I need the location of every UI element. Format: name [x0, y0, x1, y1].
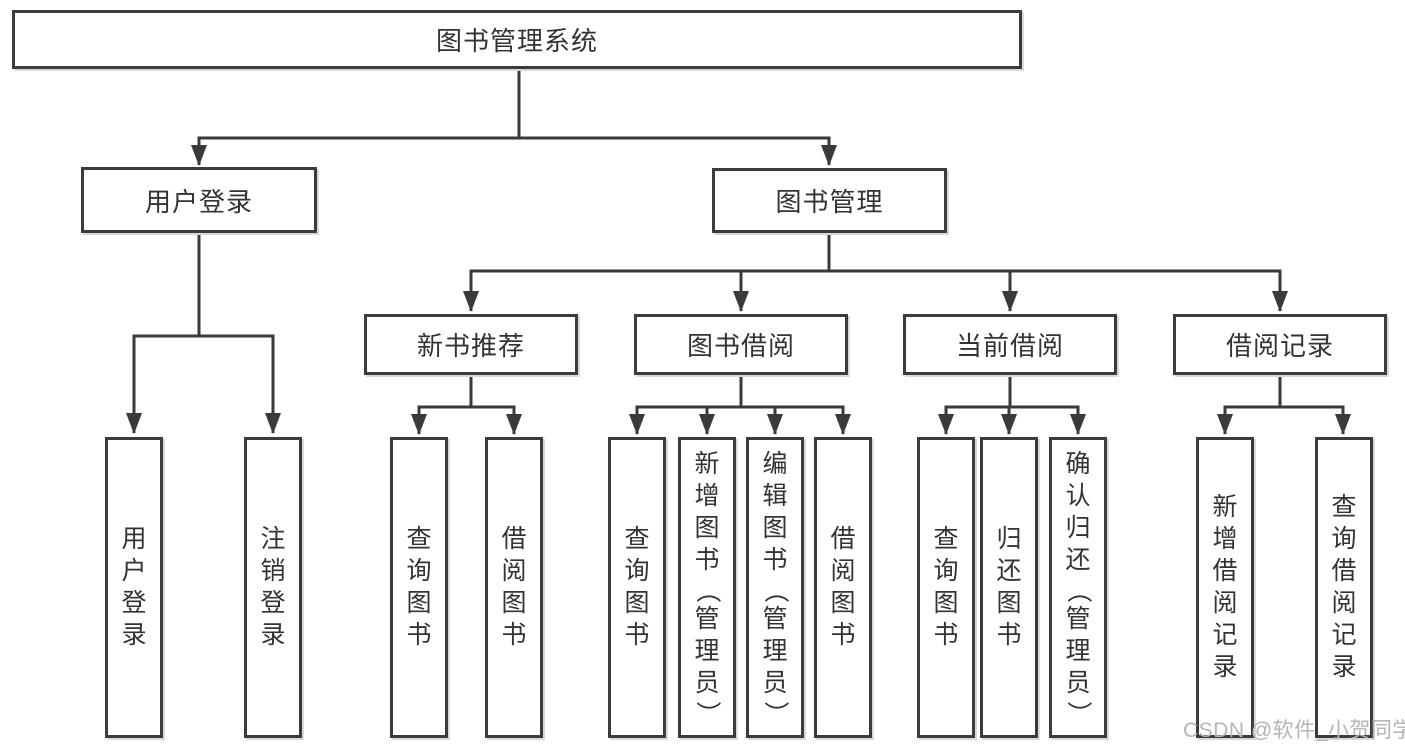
leaf-query-books-recommend: 查询图书	[390, 437, 448, 738]
leaf-query-books-borrowing: 查询图书	[608, 437, 666, 738]
csdn-watermark: CSDN @软件_小贺同学	[1183, 719, 1405, 742]
leaf-label: 确认归还（管理员）	[1064, 450, 1092, 726]
leaf-label: 注销登录	[260, 525, 286, 649]
node-library-management-system: 图书管理系统	[12, 10, 1022, 69]
leaf-query-books-current: 查询图书	[917, 437, 975, 738]
leaf-label: 查询图书	[406, 525, 432, 649]
leaf-label: 编辑图书（管理员）	[761, 450, 789, 726]
leaf-label: 借阅图书	[830, 525, 856, 649]
leaf-label: 归还图书	[996, 525, 1022, 649]
leaf-query-borrow-record: 查询借阅记录	[1315, 437, 1373, 738]
node-book-borrowing: 图书借阅	[634, 314, 848, 375]
node-label: 用户登录	[144, 187, 253, 217]
node-user-login: 用户登录	[81, 167, 317, 233]
node-label: 图书借阅	[686, 332, 795, 361]
node-current-borrowing: 当前借阅	[903, 314, 1117, 375]
leaf-label: 查询图书	[933, 525, 959, 649]
node-new-book-recommend: 新书推荐	[364, 314, 578, 375]
leaf-add-borrow-record: 新增借阅记录	[1196, 437, 1254, 738]
leaf-user-login: 用户登录	[105, 437, 163, 738]
leaf-edit-books-admin: 编辑图书（管理员）	[746, 437, 804, 738]
node-label: 图书管理系统	[435, 27, 598, 56]
node-borrowing-records: 借阅记录	[1173, 314, 1387, 375]
leaf-logout: 注销登录	[244, 437, 302, 738]
leaf-label: 查询图书	[624, 525, 650, 649]
node-label: 图书管理	[775, 188, 884, 217]
leaf-label: 用户登录	[121, 525, 147, 649]
leaf-label: 新增图书（管理员）	[693, 450, 721, 726]
node-label: 当前借阅	[955, 332, 1064, 361]
node-book-management: 图书管理	[712, 168, 947, 233]
leaf-borrow-books-borrowing: 借阅图书	[814, 437, 872, 738]
leaf-add-books-admin: 新增图书（管理员）	[678, 437, 736, 738]
leaf-label: 新增借阅记录	[1212, 493, 1238, 681]
leaf-label: 借阅图书	[501, 525, 527, 649]
node-label: 新书推荐	[416, 332, 525, 361]
node-label: 借阅记录	[1225, 332, 1334, 361]
leaf-borrow-books-recommend: 借阅图书	[485, 437, 543, 738]
leaf-return-books: 归还图书	[980, 437, 1038, 738]
leaf-label: 查询借阅记录	[1331, 493, 1357, 681]
leaf-confirm-return-admin: 确认归还（管理员）	[1049, 437, 1107, 738]
